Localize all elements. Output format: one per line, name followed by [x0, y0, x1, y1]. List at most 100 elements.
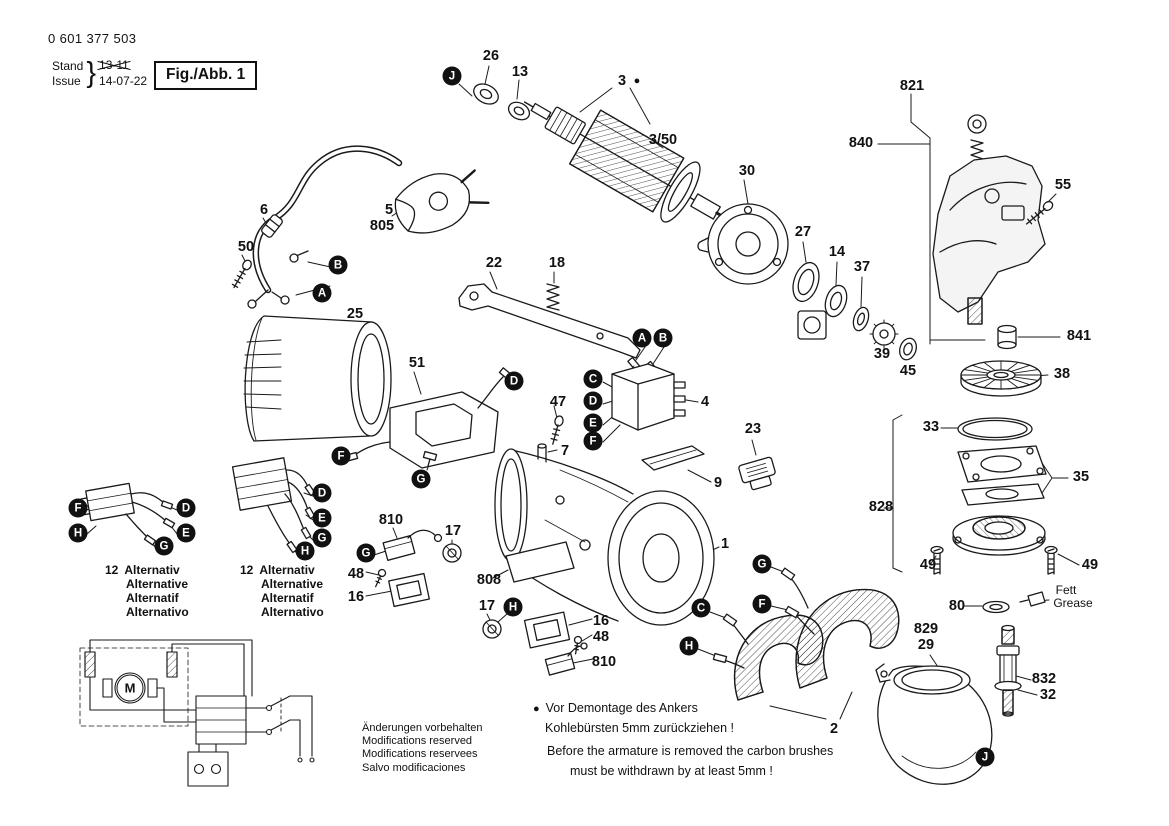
- part-label-49: 49: [919, 557, 937, 573]
- pinion-39: [869, 319, 899, 349]
- ref-badge-G: G: [356, 543, 376, 563]
- o-ring-33: [957, 417, 1033, 441]
- part-label-50: 50: [237, 239, 255, 255]
- bearing-flange-bottom: [952, 515, 1046, 556]
- part-label-9: 9: [713, 475, 723, 491]
- note-de-line1: Vor Demontage des Ankers: [545, 701, 698, 715]
- part-label-32: 32: [1039, 687, 1057, 703]
- part-label-828: 828: [868, 499, 894, 515]
- part-label-14: 14: [828, 244, 846, 260]
- part-label-38: 38: [1053, 366, 1071, 382]
- mod-line-de: Änderungen vorbehalten: [362, 722, 483, 734]
- screw-47: [550, 415, 564, 445]
- ref-badge-G: G: [154, 536, 174, 556]
- part-label-51: 51: [408, 355, 426, 371]
- mod-line-fr: Modifications reservees: [362, 748, 478, 761]
- part-label-17: 17: [444, 523, 462, 539]
- air-deflector-9: [641, 445, 705, 471]
- part-label-16: 16: [592, 613, 610, 629]
- ref-badge-D: D: [312, 483, 332, 503]
- part-label-16: 16: [347, 589, 365, 605]
- ref-badge-B: B: [653, 328, 673, 348]
- ref-badge-E: E: [312, 508, 332, 528]
- part-label-Grease: Grease: [1053, 596, 1093, 610]
- issue-block: Stand Issue } 13-11 14-07-22: [52, 57, 147, 90]
- part-label-3: 3: [617, 73, 627, 89]
- note-en-line2: must be withdrawn by at least 5mm !: [570, 764, 773, 778]
- part-label-2: 2: [829, 721, 839, 737]
- screw-55: [1025, 200, 1054, 225]
- bearing-flange-30: [697, 203, 789, 285]
- washer-stack: [792, 261, 917, 361]
- ref-badge-A: A: [632, 328, 652, 348]
- issue-brace: }: [86, 57, 97, 89]
- warning-note: ●Vor Demontage des Ankers Kohlebürsten 5…: [533, 701, 833, 780]
- part-label-821: 821: [899, 78, 925, 94]
- part-label-810: 810: [591, 654, 617, 670]
- ref-badge-G: G: [411, 469, 431, 489]
- crown-gear-38: [960, 360, 1042, 397]
- terminal-block-1: [80, 482, 176, 546]
- part-label-17: 17: [478, 598, 496, 614]
- figure-label: Fig./Abb. 1: [154, 61, 258, 90]
- ref-badge-E: E: [176, 523, 196, 543]
- part-label-808: 808: [476, 572, 502, 588]
- ref-badge-H: H: [679, 636, 699, 656]
- ref-badge-B: B: [328, 255, 348, 275]
- switch-lever-22: [458, 283, 641, 359]
- motor-housing-25: [243, 315, 392, 442]
- note-en-line1: Before the armature is removed the carbo…: [547, 744, 834, 759]
- spindle-832: [994, 624, 1022, 717]
- wiring-schematic: [79, 639, 315, 787]
- ref-badge-F: F: [752, 594, 772, 614]
- stand-label: Stand: [52, 58, 84, 73]
- part-label-55: 55: [1054, 177, 1072, 193]
- bullet-icon: ●: [533, 703, 540, 715]
- part-label-22: 22: [485, 255, 503, 271]
- part-label-45: 45: [899, 363, 917, 379]
- part-label-Fett: Fett: [1055, 583, 1077, 597]
- ref-badge-J: J: [975, 747, 995, 767]
- part-label-350: 3/50: [648, 132, 678, 148]
- ref-badge-E: E: [583, 413, 603, 433]
- ref-badge-H: H: [503, 597, 523, 617]
- part-label-832: 832: [1031, 671, 1057, 687]
- part-label-1: 1: [720, 536, 730, 552]
- screw-50: [231, 259, 252, 289]
- screw-49-left: [930, 545, 944, 575]
- ref-badge-J: J: [442, 66, 462, 86]
- part-label-48: 48: [592, 629, 610, 645]
- gear-head-housing: [932, 114, 1046, 325]
- document-number: 0 601 377 503: [48, 31, 137, 46]
- ref-badge-A: A: [312, 283, 332, 303]
- ref-badge-G: G: [752, 554, 772, 574]
- part-label-80: 80: [948, 598, 966, 614]
- part-label-48: 48: [347, 566, 365, 582]
- clamshell-housing-1: [494, 448, 715, 626]
- cord-grommet: [261, 214, 283, 238]
- part-label-49: 49: [1081, 557, 1099, 573]
- ref-badge-H: H: [68, 523, 88, 543]
- modifications-note: Änderungen vorbehalten Modifications res…: [362, 722, 482, 775]
- ref-badge-C: C: [691, 598, 711, 618]
- ref-badge-F: F: [68, 498, 88, 518]
- bearing-plate-35: [957, 445, 1047, 506]
- part-label-805: 805: [369, 218, 395, 234]
- superseded-date: 13-11: [99, 57, 129, 72]
- part-label-810: 810: [378, 512, 404, 528]
- ref-badge-F: F: [331, 446, 351, 466]
- part-label-7: 7: [560, 443, 570, 459]
- grease-tube-icon: [1019, 591, 1046, 607]
- part-label-47: 47: [549, 394, 567, 410]
- bullet-marker: ●: [633, 75, 641, 87]
- part-label-29: 29: [917, 637, 935, 653]
- motor-symbol-M: M: [116, 674, 144, 702]
- mod-line-en: Modifications reserved: [362, 735, 473, 748]
- switch-slider-23: [738, 456, 776, 491]
- ref-badge-H: H: [295, 541, 315, 561]
- wheel-guard: [875, 663, 993, 785]
- part-label-30: 30: [738, 163, 756, 179]
- part-label-829: 829: [913, 621, 939, 637]
